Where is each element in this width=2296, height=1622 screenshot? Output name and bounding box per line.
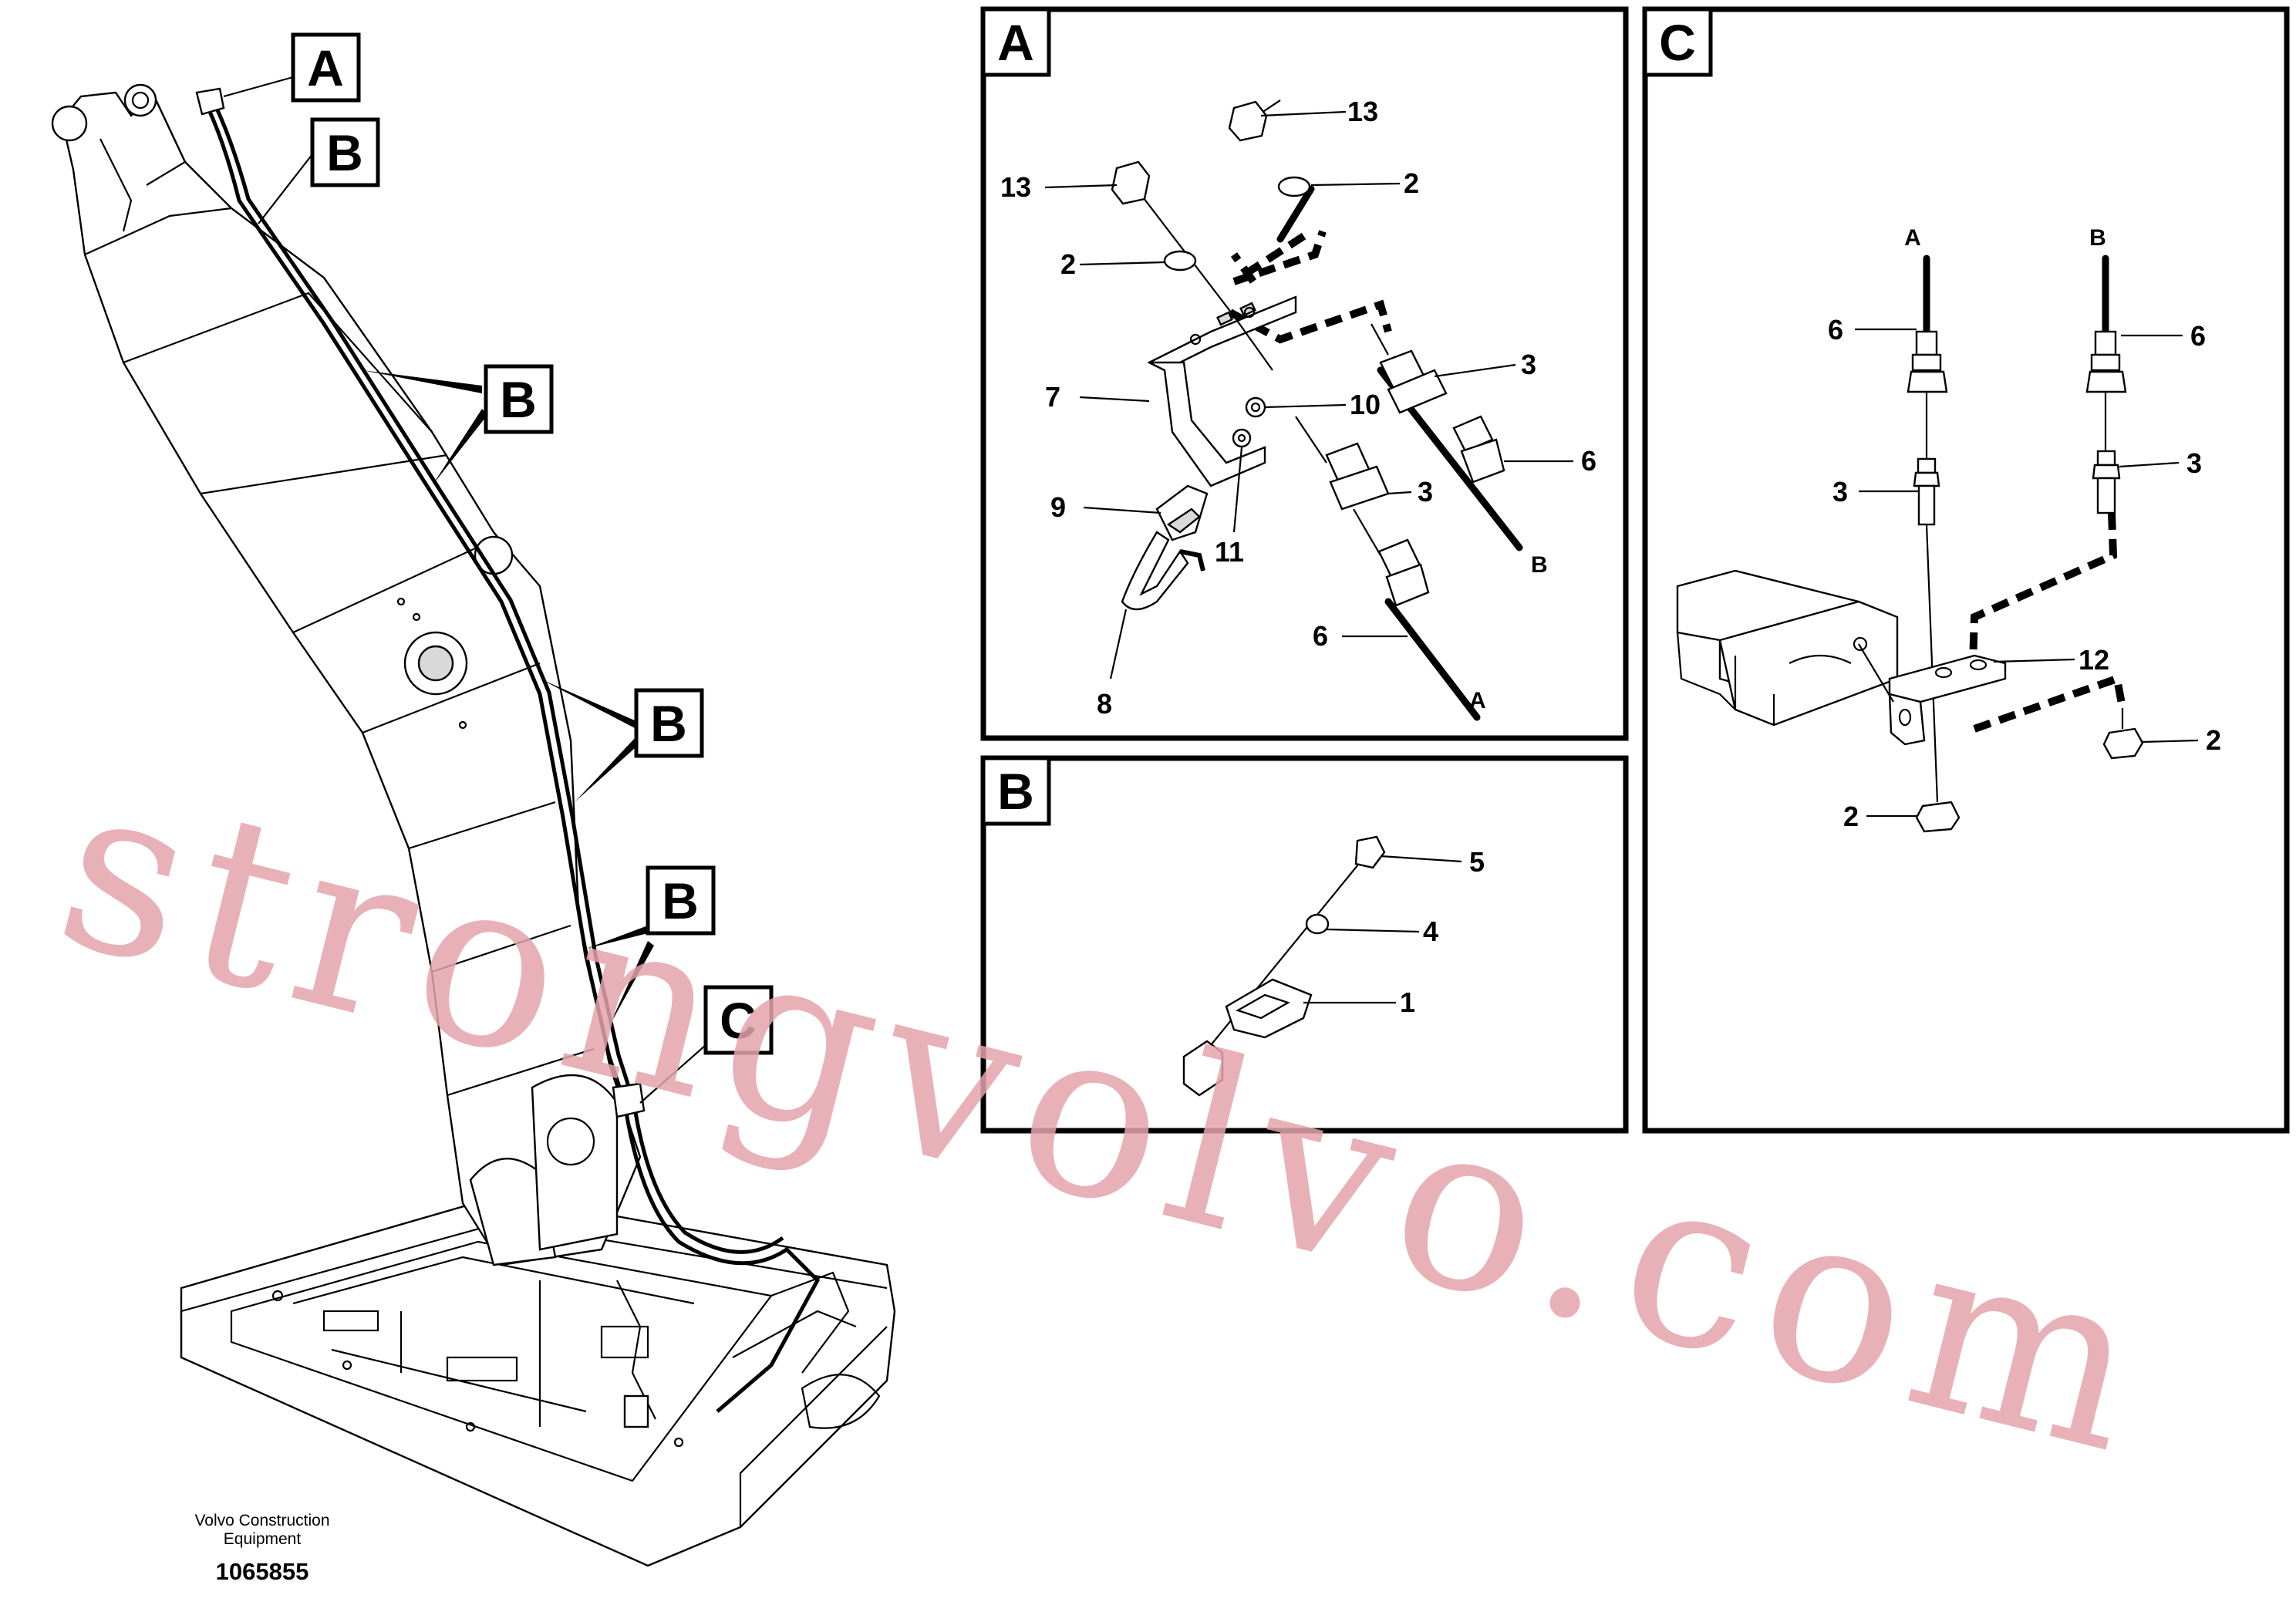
svg-text:A: A (997, 14, 1034, 71)
overview-callout-b2: B (362, 364, 554, 486)
manufacturer-line-2: Equipment (224, 1530, 302, 1548)
detail-panel-c: C A B (1642, 6, 2290, 1134)
part-number: 2 (1843, 801, 1859, 832)
part-number: 9 (1050, 491, 1066, 523)
detail-panel-b: B 5 4 1 (980, 755, 1629, 1134)
svg-text:A: A (1469, 688, 1486, 713)
svg-text:B: B (997, 763, 1034, 820)
part-number: 12 (2079, 644, 2109, 676)
document-number: 1065855 (216, 1558, 309, 1585)
part-number: 8 (1097, 688, 1112, 720)
part-number: 10 (1350, 389, 1381, 420)
svg-text:B: B (326, 124, 363, 181)
drawing-credit: Volvo Construction Equipment 1065855 (194, 1512, 329, 1585)
manufacturer-line-1: Volvo Construction (194, 1512, 329, 1529)
part-number: 7 (1045, 381, 1060, 413)
overview-callout-c: C (639, 985, 774, 1104)
part-number: 5 (1469, 846, 1485, 878)
part-number: 4 (1423, 916, 1438, 947)
svg-text:B: B (650, 695, 687, 752)
part-number: 13 (1000, 171, 1031, 203)
detail-panel-a: A (980, 6, 1629, 741)
boom-hoses (195, 87, 821, 1428)
overview-callout-b1: B (258, 117, 380, 224)
boom (51, 83, 642, 1266)
part-number: 3 (1521, 349, 1536, 380)
part-number: 2 (2206, 724, 2221, 756)
overview-callout-b3: B (540, 679, 704, 802)
boom-overview: A B B B B C (51, 32, 896, 1567)
svg-text:C: C (1659, 14, 1696, 71)
svg-text:A: A (307, 39, 344, 96)
part-number: 6 (2190, 320, 2206, 352)
part-number: 11 (1215, 536, 1244, 568)
part-number: 1 (1400, 986, 1415, 1018)
part-number: 6 (1313, 620, 1328, 652)
overview-callout-a: A (223, 32, 361, 103)
svg-text:B: B (1531, 552, 1548, 578)
part-number: 6 (1828, 314, 1843, 346)
part-number: 2 (1060, 248, 1076, 280)
svg-text:B: B (662, 872, 699, 929)
part-number: 13 (1347, 96, 1378, 127)
part-number: 3 (1832, 476, 1848, 508)
svg-text:A: A (1904, 225, 1921, 251)
part-number: 2 (1404, 167, 1419, 199)
part-number: 3 (2186, 447, 2202, 479)
svg-text:B: B (2089, 225, 2106, 251)
upper-frame (180, 1194, 896, 1567)
part-number: 6 (1581, 445, 1596, 477)
svg-text:C: C (720, 992, 757, 1049)
part-number: 3 (1418, 476, 1433, 508)
svg-text:B: B (500, 371, 537, 428)
overview-callout-b4: B (586, 865, 716, 1026)
